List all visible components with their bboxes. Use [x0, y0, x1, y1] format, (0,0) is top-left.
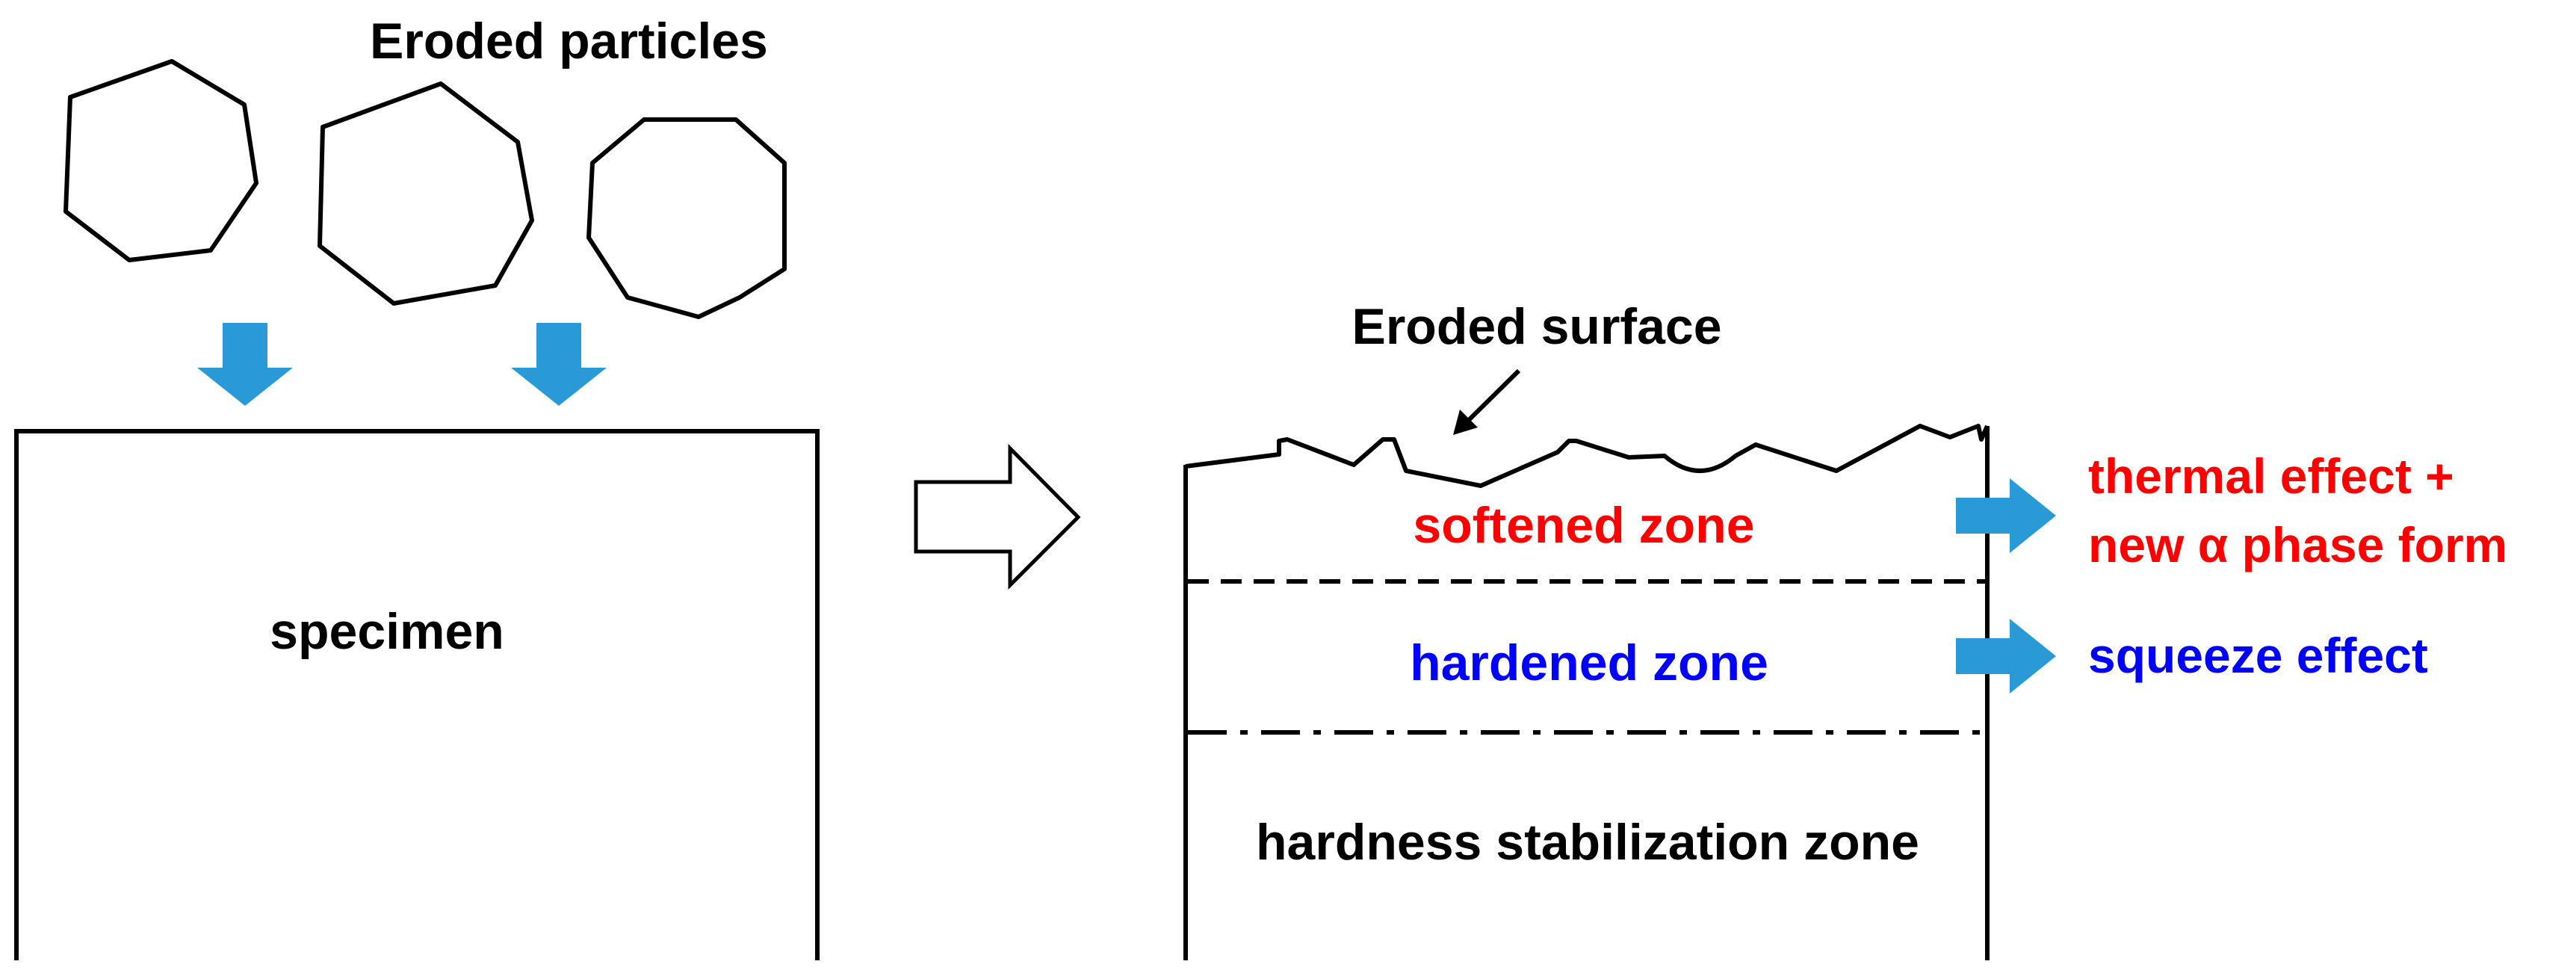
right-arrow-icon	[1956, 619, 2056, 694]
eroded-surface-profile	[1185, 424, 1990, 488]
down-arrow-icon	[511, 323, 607, 406]
right-hollow-arrow-icon	[914, 443, 1081, 590]
specimen-label: specimen	[270, 603, 504, 660]
down-arrow-icon	[197, 323, 293, 406]
stabilization-zone-label: hardness stabilization zone	[1256, 814, 1919, 871]
hardened-zone-label: hardened zone	[1410, 634, 1768, 691]
eroded-particles-label: Eroded particles	[370, 13, 768, 70]
particle-octagon-right	[586, 117, 787, 319]
squeeze-effect-label: squeeze effect	[2088, 628, 2428, 683]
eroded-surface-label: Eroded surface	[1352, 298, 1721, 355]
thermal-effect-label-line1: thermal effect +	[2088, 448, 2454, 504]
particle-heptagon-middle	[318, 81, 534, 306]
particle-heptagon-left	[64, 59, 258, 262]
thermal-effect-label-line2: new α phase form	[2088, 517, 2507, 572]
right-arrow-icon	[1956, 478, 2056, 553]
specimen-block	[14, 429, 820, 960]
softened-zone-label: softened zone	[1413, 497, 1754, 554]
eroded-surface-pointer	[1453, 368, 1521, 435]
